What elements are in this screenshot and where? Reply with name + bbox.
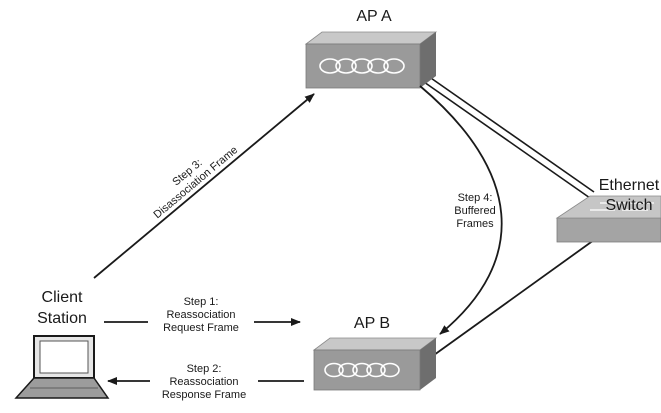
laptop-icon xyxy=(14,335,110,399)
ap-a-icon xyxy=(304,31,438,89)
arrow-step-4 xyxy=(419,85,503,335)
client-station-label: Client Station xyxy=(37,289,87,327)
ap-b-icon xyxy=(312,337,438,391)
step-2-label: Step 2: Reassociation Response Frame xyxy=(161,363,247,401)
ethernet-switch-icon xyxy=(555,195,661,243)
ap-a-label: AP A xyxy=(356,8,392,25)
step-1-label: Step 1: Reassociation Request Frame xyxy=(163,296,239,334)
step-4-label: Step 4: Buffered Frames xyxy=(454,192,496,230)
cable-ap-b-switch xyxy=(433,239,595,356)
ap-b-label: AP B xyxy=(353,315,391,332)
cable-ap-a-switch xyxy=(423,75,595,199)
ethernet-switch-label: Ethernet Switch xyxy=(598,177,660,214)
arrow-step-3 xyxy=(93,93,315,279)
